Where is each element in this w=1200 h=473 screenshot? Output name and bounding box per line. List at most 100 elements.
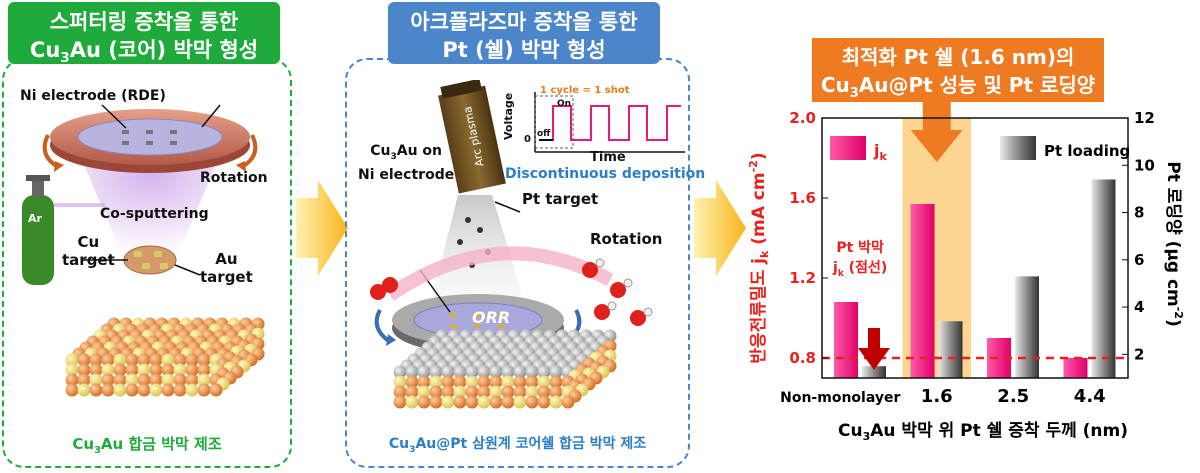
atom xyxy=(185,373,199,387)
orr-arrow-icon xyxy=(386,246,614,301)
pt-target-label: Pt target xyxy=(522,190,599,208)
legend-swatch-jk xyxy=(830,136,866,160)
o2-molecule-icon xyxy=(370,277,398,300)
atom xyxy=(137,353,151,367)
atom xyxy=(465,385,479,399)
atom xyxy=(465,365,479,379)
atom xyxy=(113,353,127,367)
atom xyxy=(125,363,139,377)
voltage-label: Voltage xyxy=(502,92,515,140)
atom xyxy=(65,363,79,377)
atom xyxy=(209,383,223,397)
panel2-title-line1: 아크플라즈마 증착을 통한 xyxy=(410,10,638,34)
atom xyxy=(149,373,163,387)
atom xyxy=(477,395,491,409)
atom xyxy=(113,383,127,397)
atom xyxy=(405,365,419,379)
atom xyxy=(137,383,151,397)
flow-arrow-2-icon xyxy=(694,180,746,276)
bar-pt-loading xyxy=(938,321,963,378)
atom xyxy=(501,385,515,399)
atom xyxy=(453,365,467,379)
y-right-tick-label: 10 xyxy=(1134,156,1155,174)
pulse-train xyxy=(539,105,681,141)
on-label: On xyxy=(557,99,572,109)
arc-plasma-gun xyxy=(438,85,506,194)
atom xyxy=(477,375,491,389)
panel3-title: 최적화 Pt 쉘 (1.6 nm)의 Cu3Au@Pt 성능 및 Pt 로딩양 xyxy=(812,38,1104,102)
atom xyxy=(537,385,551,399)
atom xyxy=(501,365,515,379)
atom xyxy=(525,385,539,399)
atom xyxy=(513,395,527,409)
atom xyxy=(161,383,175,397)
atom xyxy=(525,375,539,389)
panel2-caption: Cu3Au@Pt 삼원계 코어쉘 합금 박막 제조 xyxy=(388,436,647,455)
atom xyxy=(89,363,103,377)
atom xyxy=(161,373,175,387)
x-tick-label: 4.4 xyxy=(1074,386,1106,407)
panel3-title-line1: 최적화 Pt 쉘 (1.6 nm)의 xyxy=(841,45,1075,69)
discontinuous-label: Discontinuous deposition xyxy=(505,166,706,182)
rotation-label-2: Rotation xyxy=(590,230,663,248)
atom xyxy=(429,365,443,379)
atom xyxy=(125,353,139,367)
atom xyxy=(149,383,163,397)
atom xyxy=(77,363,91,377)
highlight-arrow-icon xyxy=(910,100,963,162)
flow-arrow-1-icon xyxy=(296,180,348,276)
atom xyxy=(405,375,419,389)
bar-pt-loading xyxy=(862,366,886,378)
atom xyxy=(453,395,467,409)
atom xyxy=(101,363,115,377)
atom xyxy=(101,373,115,387)
panel3-title-line2: Cu3Au@Pt 성능 및 Pt 로딩양 xyxy=(820,73,1096,101)
cosputtering-label: Co-sputtering xyxy=(100,206,209,222)
panel1-caption: Cu3Au 합금 박막 제조 xyxy=(72,435,222,456)
atom xyxy=(113,363,127,377)
y-left-tick-label: 0.8 xyxy=(789,349,816,367)
x-tick-label: Non-monolayer xyxy=(780,390,900,406)
atom xyxy=(537,375,551,389)
atom xyxy=(501,395,515,409)
y-right-tick-label: 8 xyxy=(1134,204,1144,222)
cycle-note: 1 cycle = 1 shot xyxy=(540,85,630,96)
atom xyxy=(429,395,443,409)
atom xyxy=(393,375,407,389)
pt-film-note: Pt 박막 jk (점선) xyxy=(833,240,888,279)
arc-plasma-illustration: Arc plasma xyxy=(370,80,653,409)
h2o-molecules-icon xyxy=(582,258,653,326)
plot-frame xyxy=(821,117,1129,379)
rotation-label-1: Rotation xyxy=(200,170,268,186)
atom xyxy=(149,363,163,377)
cu3au-slab xyxy=(65,317,265,397)
atom xyxy=(465,375,479,389)
panel2-title-line2: Pt (쉘) 박막 형성 xyxy=(442,38,606,62)
legend-label-jk: jk xyxy=(873,141,887,163)
cu-target-label: Cu target xyxy=(62,233,115,269)
bar-pt-loading xyxy=(1091,179,1116,378)
atom xyxy=(405,385,419,399)
cu3au-on-ni-label: Cu3Au on Ni electrode xyxy=(358,143,455,183)
note-arrow-icon xyxy=(858,328,890,370)
zero-label: 0 xyxy=(524,134,531,145)
bar-jk xyxy=(834,302,858,378)
off-label: off xyxy=(537,129,551,139)
atom xyxy=(113,373,127,387)
rotation-arrow-left-2-icon xyxy=(374,309,392,344)
atom xyxy=(501,375,515,389)
atom xyxy=(161,363,175,377)
atom xyxy=(173,383,187,397)
atom xyxy=(197,353,211,367)
atom xyxy=(197,373,211,387)
atom xyxy=(77,373,91,387)
atom xyxy=(477,365,491,379)
panel1-title-line1: 스퍼터링 증착을 통한 xyxy=(49,10,239,34)
atom xyxy=(417,395,431,409)
atom xyxy=(465,395,479,409)
atom xyxy=(125,373,139,387)
atom xyxy=(405,395,419,409)
atom xyxy=(549,375,563,389)
bar-jk xyxy=(1063,358,1088,378)
y-left-axis-label: 반응전류밀도 jk (mA cm-2) xyxy=(747,152,771,363)
